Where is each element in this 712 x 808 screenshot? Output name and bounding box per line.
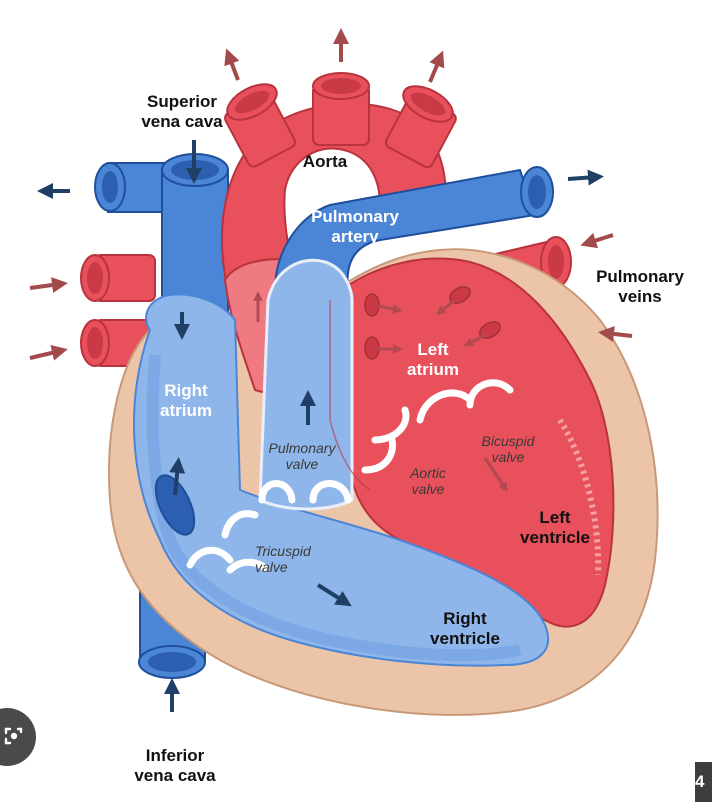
label-line: Pulmonary (596, 267, 684, 286)
label-line: valve (411, 481, 445, 498)
label-right-ventricle: Right ventricle (405, 609, 525, 648)
label-line: valve (255, 559, 288, 576)
page-number-badge: 4 (695, 762, 712, 802)
label-line: atrium (407, 359, 459, 379)
label-pulmonary-artery: Pulmonary artery (300, 207, 410, 246)
tricuspid-valve-cusp (221, 510, 259, 539)
tricuspid-valve-cusp (186, 547, 234, 569)
superior-vena-cava-tube (94, 153, 229, 331)
external-flow-arrows (29, 28, 633, 712)
label-line: Superior (147, 92, 217, 111)
label-line: Bicuspid (481, 433, 535, 449)
label-left-ventricle: Left ventricle (500, 508, 610, 547)
valves (186, 379, 514, 574)
label-pulmonary-valve: Pulmonary valve (255, 440, 349, 472)
label-line: valve (491, 449, 525, 466)
pulmonary-valve-cusp (309, 480, 352, 504)
lens-icon (4, 727, 23, 745)
label-line: ventricle (520, 527, 590, 547)
label-line: Pulmonary (268, 440, 336, 456)
label-line: valve (285, 456, 319, 473)
label-line: Left (539, 508, 571, 527)
tricuspid-valve-cusp (226, 558, 269, 574)
label-pulmonary-veins: Pulmonary veins (580, 267, 700, 306)
aortic-valve-cusp (361, 436, 397, 474)
label-line: vena cava (134, 765, 216, 785)
label-line: Inferior (145, 746, 205, 765)
label-line: atrium (160, 400, 212, 420)
internal-flow-arrows-blue (169, 140, 352, 607)
bicuspid-valve-cusp (466, 379, 514, 409)
label-right-atrium: Right atrium (146, 381, 226, 420)
label-line: Left (417, 340, 449, 359)
right-heart-chambers (133, 293, 550, 667)
aorta-tube (221, 72, 457, 301)
label-line: vena cava (141, 111, 223, 131)
label-line: Right (164, 381, 208, 400)
label-line: Pulmonary (311, 207, 399, 226)
pulmonary-valve-cusp (258, 480, 296, 504)
pulmonary-artery-tube (258, 166, 554, 511)
label-bicuspid-valve: Bicuspid valve (466, 433, 550, 465)
label-tricuspid-valve: Tricuspid valve (255, 543, 335, 575)
left-pulmonary-veins (80, 254, 156, 367)
label-line: Tricuspid (255, 543, 311, 559)
internal-flow-arrows-red (253, 291, 508, 492)
coronary-sinus-opening (154, 474, 196, 536)
pulmonary-vein-openings (364, 286, 501, 360)
label-line: ventricle (430, 628, 500, 648)
label-left-atrium: Left atrium (393, 340, 473, 379)
label-line: Right (443, 609, 487, 628)
aortic-valve-cusp (371, 406, 410, 444)
label-line: Aortic (410, 465, 446, 481)
label-aortic-valve: Aortic valve (393, 465, 463, 497)
label-superior-vena-cava: Superior vena cava (127, 92, 237, 131)
label-line: artery (331, 226, 379, 246)
label-inferior-vena-cava: Inferior vena cava (120, 746, 230, 785)
label-line: veins (618, 286, 662, 306)
label-aorta: Aorta (302, 152, 348, 171)
bicuspid-valve-cusp (416, 389, 474, 424)
